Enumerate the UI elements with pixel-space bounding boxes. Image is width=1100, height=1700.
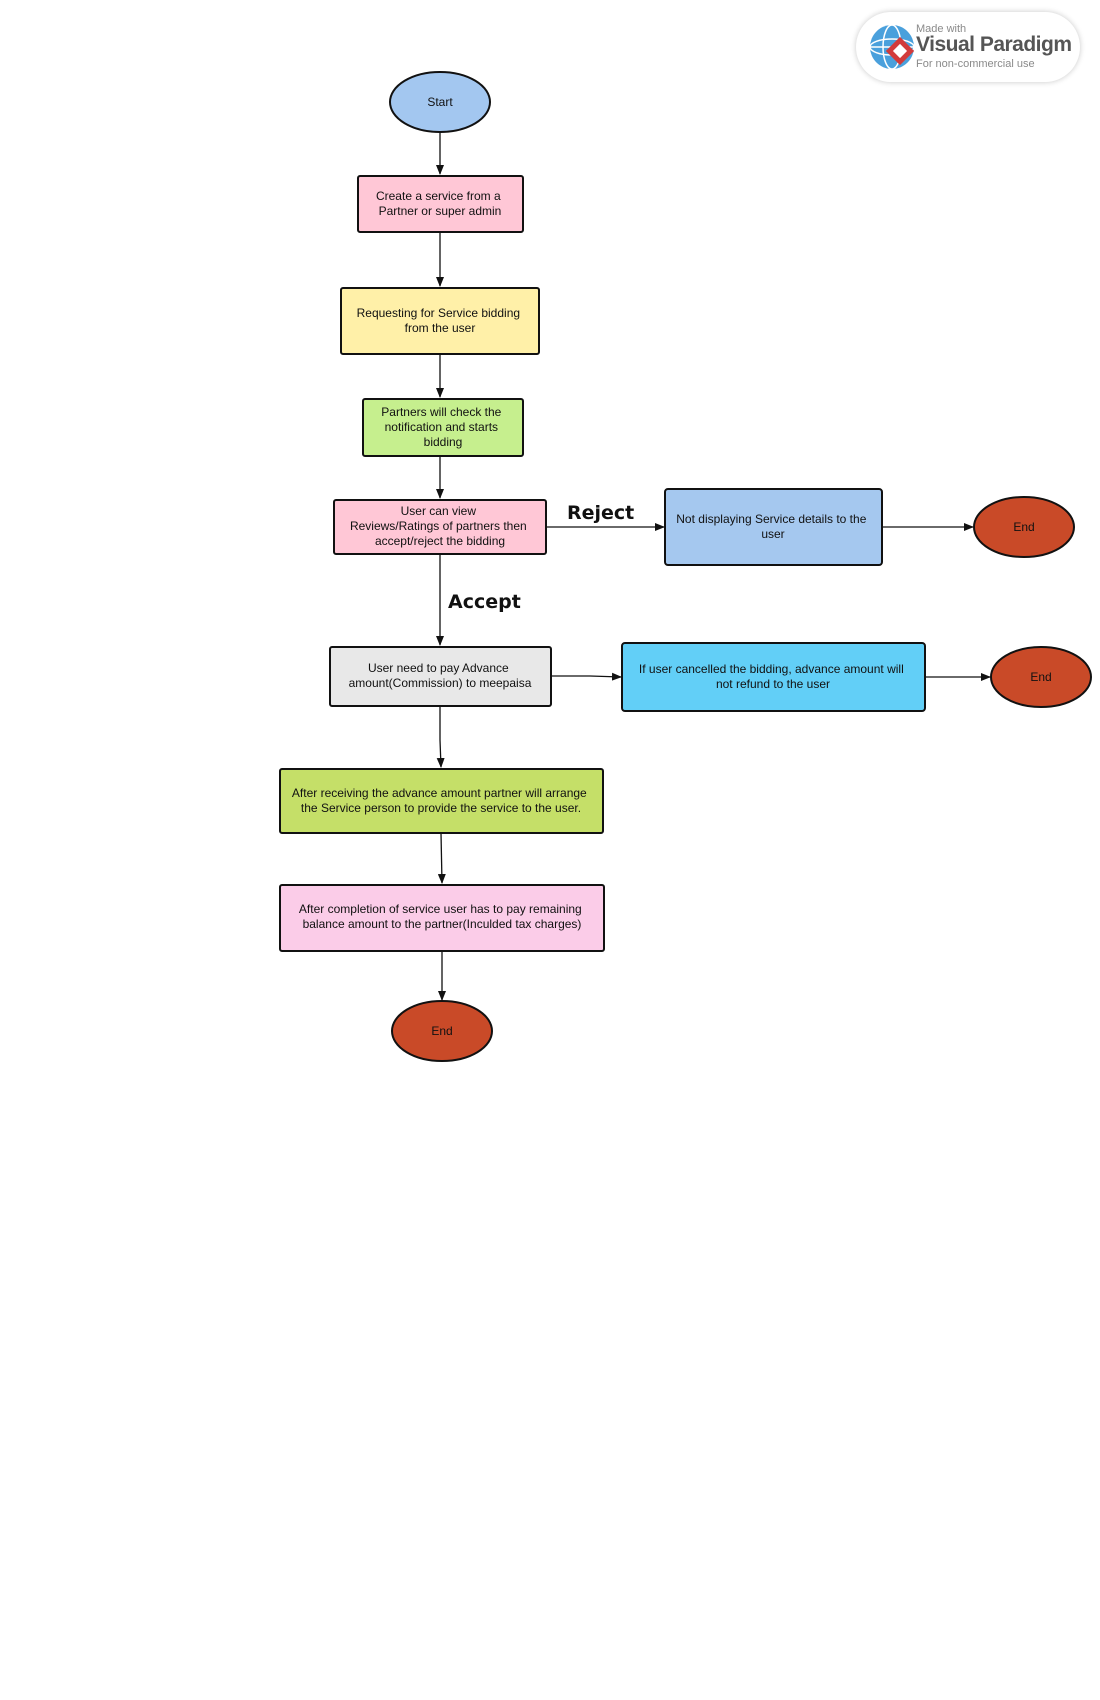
accept-label: Accept xyxy=(448,591,521,613)
arrange-service-step: After receiving the advance amount partn… xyxy=(279,768,604,834)
watermark-note: For non-commercial use xyxy=(916,58,1035,70)
partners-check-label: Partners will check the notification and… xyxy=(381,405,504,449)
watermark-brand: Visual Paradigm xyxy=(916,33,1072,56)
user-view-decision-step: User can view Reviews/Ratings of partner… xyxy=(333,499,547,555)
create-service-label: Create a service from a Partner or super… xyxy=(376,189,504,218)
reject-label: Reject xyxy=(567,502,634,524)
pay-balance-label: After completion of service user has to … xyxy=(299,902,585,931)
pay-advance-label: User need to pay Advance amount(Commissi… xyxy=(349,661,532,690)
end-cancel-label: End xyxy=(1030,670,1051,684)
not-displaying-label: Not displaying Service details to the us… xyxy=(676,512,869,541)
request-bidding-step: Requesting for Service bidding from the … xyxy=(340,287,540,355)
request-bidding-label: Requesting for Service bidding from the … xyxy=(357,306,524,335)
end-main-node: End xyxy=(391,1000,493,1062)
pay-advance-step: User need to pay Advance amount(Commissi… xyxy=(329,646,552,707)
cancel-no-refund-label: If user cancelled the bidding, advance a… xyxy=(639,662,907,691)
visual-paradigm-logo-icon xyxy=(869,24,915,70)
end-reject-node: End xyxy=(973,496,1075,558)
arrange-service-label: After receiving the advance amount partn… xyxy=(292,786,590,815)
edge-advance-to-arrange xyxy=(436,706,445,768)
partners-check-step: Partners will check the notification and… xyxy=(362,398,524,457)
edge-advance-to-cancel xyxy=(551,672,622,681)
visual-paradigm-watermark: Made with Visual Paradigm For non-commer… xyxy=(856,12,1080,82)
user-view-label: User can view Reviews/Ratings of partner… xyxy=(350,504,530,548)
pay-balance-step: After completion of service user has to … xyxy=(279,884,605,952)
not-displaying-step: Not displaying Service details to the us… xyxy=(664,488,883,566)
end-main-label: End xyxy=(431,1024,452,1038)
edge-arrange-to-balance xyxy=(437,832,446,884)
watermark-made-with: Made with xyxy=(916,23,967,35)
end-reject-label: End xyxy=(1013,520,1034,534)
create-service-step: Create a service from a Partner or super… xyxy=(357,175,524,233)
end-cancel-node: End xyxy=(990,646,1092,708)
start-label: Start xyxy=(427,95,453,109)
cancel-no-refund-step: If user cancelled the bidding, advance a… xyxy=(621,642,926,712)
start-node: Start xyxy=(389,71,491,133)
